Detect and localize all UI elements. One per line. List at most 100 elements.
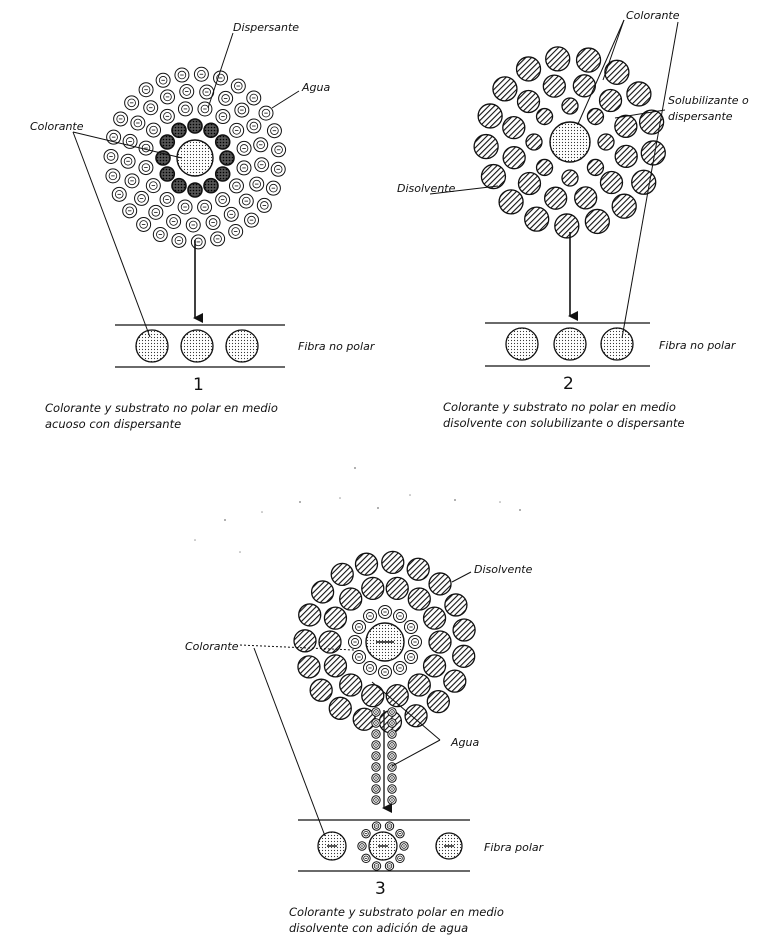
water-molecule	[229, 224, 243, 238]
scan-noise	[194, 467, 521, 553]
water-molecule	[250, 177, 264, 191]
water-molecule	[137, 217, 151, 231]
solvent-molecule	[444, 670, 466, 692]
solvent-molecule	[408, 588, 430, 610]
water-molecule	[396, 854, 404, 862]
solvent-molecule	[600, 172, 622, 194]
water-molecule	[188, 183, 202, 197]
water-molecule	[175, 68, 189, 82]
water-molecule	[186, 218, 200, 232]
water-molecule	[400, 842, 408, 850]
solvent-molecule	[577, 48, 601, 72]
water-molecule	[372, 822, 380, 830]
solubilizante-label-line-2: dispersante	[668, 110, 733, 123]
water-molecule	[353, 651, 366, 664]
water-molecule	[191, 235, 205, 249]
panel-1: Dispersante Agua Colorante Fibra no pola…	[30, 21, 376, 431]
water-molecule	[161, 90, 175, 104]
water-molecule	[396, 829, 404, 837]
water-molecule	[404, 651, 417, 664]
water-molecule	[160, 135, 174, 149]
solvent-molecule	[587, 159, 603, 175]
solvent-molecule	[543, 75, 565, 97]
water-molecule	[135, 191, 149, 205]
solvent-molecule	[562, 98, 578, 114]
solvent-molecule	[362, 685, 384, 707]
water-molecule	[255, 158, 269, 172]
water-molecule	[388, 708, 396, 716]
water-molecule	[167, 214, 181, 228]
water-molecule	[372, 774, 380, 782]
solvent-molecule	[503, 117, 525, 139]
solvent-molecule	[526, 134, 542, 150]
solvent-molecule	[600, 90, 622, 112]
fiber-dye-particle	[226, 330, 258, 362]
water-molecule	[235, 103, 249, 117]
leader-line	[392, 740, 440, 766]
water-molecule	[106, 169, 120, 183]
water-molecule	[364, 610, 377, 623]
water-molecule	[372, 752, 380, 760]
fiber-dye-particle	[601, 328, 633, 360]
caption-line-2: disolvente con solubilizante o dispersan…	[443, 416, 685, 430]
solvent-molecule	[407, 558, 429, 580]
solvent-molecule	[573, 75, 595, 97]
solvent-molecule	[632, 170, 656, 194]
water-molecule	[385, 862, 393, 870]
water-molecule	[372, 862, 380, 870]
solvent-molecule	[546, 47, 570, 71]
solvent-molecule	[298, 656, 320, 678]
water-molecule	[139, 83, 153, 97]
solvent-molecule	[598, 134, 614, 150]
fiber-dye-particle	[181, 330, 213, 362]
solubilizante-label-line-1: Solubilizante o	[668, 94, 749, 107]
water-molecule	[254, 138, 268, 152]
solvent-molecule	[585, 209, 609, 233]
water-molecule	[385, 822, 393, 830]
solvent-molecule	[474, 135, 498, 159]
solvent-molecule	[481, 165, 505, 189]
solvent-molecule	[445, 594, 467, 616]
panel-number: 1	[193, 375, 204, 395]
water-molecule	[358, 842, 366, 850]
water-molecule	[394, 610, 407, 623]
panel-3: Disolvente Colorante Agua Fibra polar 3 …	[185, 551, 545, 935]
water-molecule	[372, 741, 380, 749]
agua-label: Agua	[450, 736, 479, 749]
leader-line	[452, 572, 471, 582]
solvent-molecule	[525, 207, 549, 231]
solvent-molecule	[324, 655, 346, 677]
water-molecule	[144, 101, 158, 115]
fiber-label: Fibra no polar	[298, 340, 376, 353]
solvent-molecule	[331, 563, 353, 585]
fiber-label: Fibra polar	[484, 841, 545, 854]
water-molecule	[388, 752, 396, 760]
water-molecule	[172, 179, 186, 193]
water-molecule	[247, 119, 261, 133]
water-molecule	[121, 154, 135, 168]
solvent-molecule	[408, 674, 430, 696]
water-molecule	[188, 119, 202, 133]
water-molecule	[379, 606, 392, 619]
panel-number: 3	[375, 879, 386, 899]
fiber-label: Fibra no polar	[659, 339, 737, 352]
water-molecule	[206, 216, 220, 230]
water-molecule	[379, 666, 392, 679]
water-molecule	[229, 179, 243, 193]
solvent-molecule	[575, 187, 597, 209]
solvent-molecule	[627, 82, 651, 106]
water-molecule	[172, 123, 186, 137]
panel-2: Colorante Solubilizante o dispersante Di…	[397, 9, 749, 430]
water-molecule	[388, 730, 396, 738]
water-molecule	[149, 205, 163, 219]
water-molecule	[178, 102, 192, 116]
solvent-molecule	[312, 581, 334, 603]
water-molecule	[257, 198, 271, 212]
water-molecule	[362, 829, 370, 837]
water-molecule	[198, 200, 212, 214]
water-molecule	[409, 636, 422, 649]
solvent-molecule	[429, 631, 451, 653]
water-molecule	[372, 719, 380, 727]
water-molecule	[125, 96, 139, 110]
